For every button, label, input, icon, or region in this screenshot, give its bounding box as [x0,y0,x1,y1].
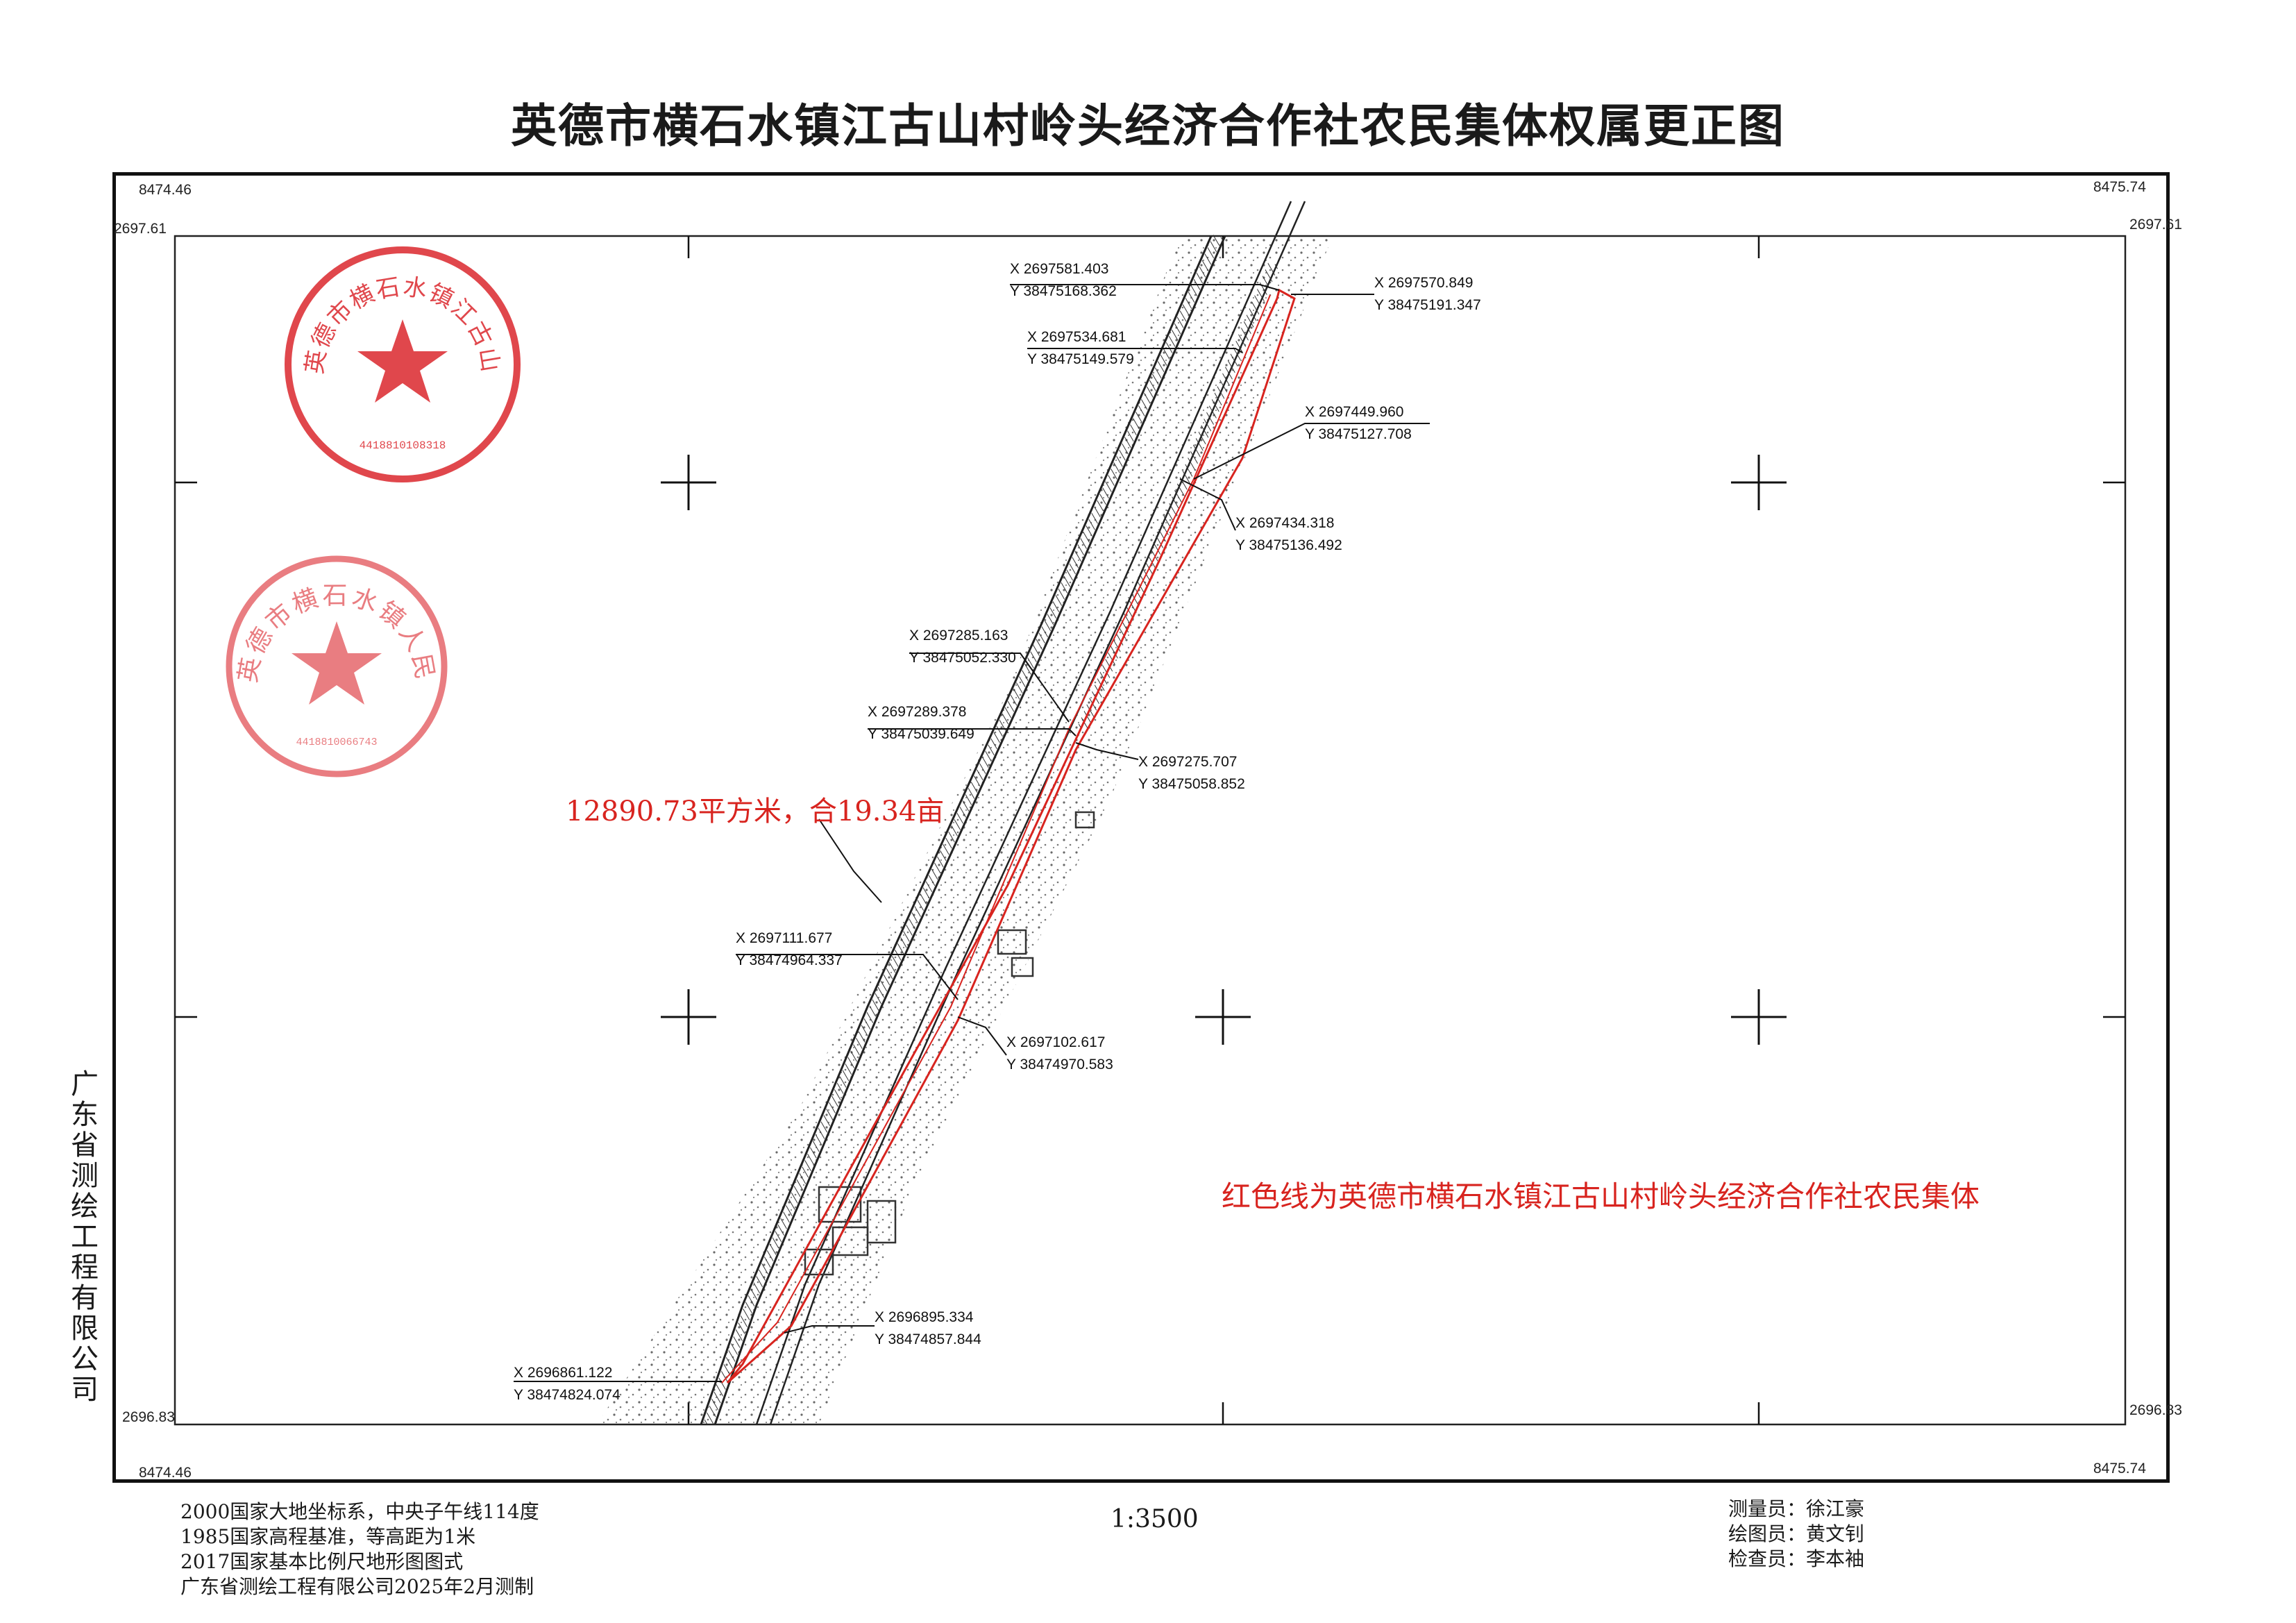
checker: 检查员：李本袖 [1728,1547,1865,1570]
legend-note: 红色线为英德市横石水镇江古山村岭头经济合作社农民集体 [1222,1179,1980,1213]
corner-left-bottom-y: 2696.83 [122,1409,175,1425]
surveying-company-vertical: 广东省测绘工程有限公司 [66,1069,98,1405]
surveyor: 测量员：徐江豪 [1728,1497,1865,1520]
grid-crosses [661,455,1787,1045]
footer-coord-system: 2000国家大地坐标系，中央子午线114度 [180,1500,539,1523]
parcel-boundary-red [726,288,1296,1384]
leader-lines [514,284,1430,1382]
parcel-boundary-red-inner [721,294,1271,1384]
corner-bottom-right-x: 8475.74 [2093,1461,2146,1477]
upper-collective-seal: 英德市横石水镇江古山村岭头经济合作社 4418810108318 [281,243,521,482]
footer-notes: 2000国家大地坐标系，中央子午线114度 1985国家高程基准，等高距为1米 … [180,1499,539,1599]
map-scale: 1:3500 [1111,1505,1199,1533]
corner-right-top-y: 2697.61 [2129,217,2182,233]
upper-seal-code: 4418810108318 [360,439,446,452]
terrain-dotted-area [597,236,1333,1424]
footer-producer: 广东省测绘工程有限公司2025年2月测制 [180,1575,534,1598]
footer-symbol-standard: 2017国家基本比例尺地形图图式 [180,1550,464,1573]
area-label: 12890.73平方米，合19.34亩 [566,796,945,827]
inner-map-frame [174,235,2127,1426]
corner-right-bottom-y: 2696.83 [2129,1402,2182,1418]
staff-block: 测量员：徐江豪 绘图员：黄文钊 检查员：李本袖 [1728,1497,1864,1572]
map-title: 英德市横石水镇江古山村岭头经济合作社农民集体权属更正图 [511,99,1785,153]
lower-seal-code: 4418810066743 [296,737,377,748]
embankment-hatch [1077,261,1279,732]
corner-top-right-x: 8475.74 [2093,179,2146,195]
corner-top-left-x: 8474.46 [139,182,192,198]
corner-bottom-left-x: 8474.46 [139,1465,192,1481]
corner-left-top-y: 2697.61 [114,221,167,237]
footer-elevation: 1985国家高程基准，等高距为1米 [180,1525,476,1548]
drafter: 绘图员：黄文钊 [1728,1522,1865,1545]
lower-government-seal: 英德市横石水镇人民政府 4418810066743 [222,552,448,777]
map-outer-frame [112,172,2170,1483]
buildings [804,811,1095,1276]
